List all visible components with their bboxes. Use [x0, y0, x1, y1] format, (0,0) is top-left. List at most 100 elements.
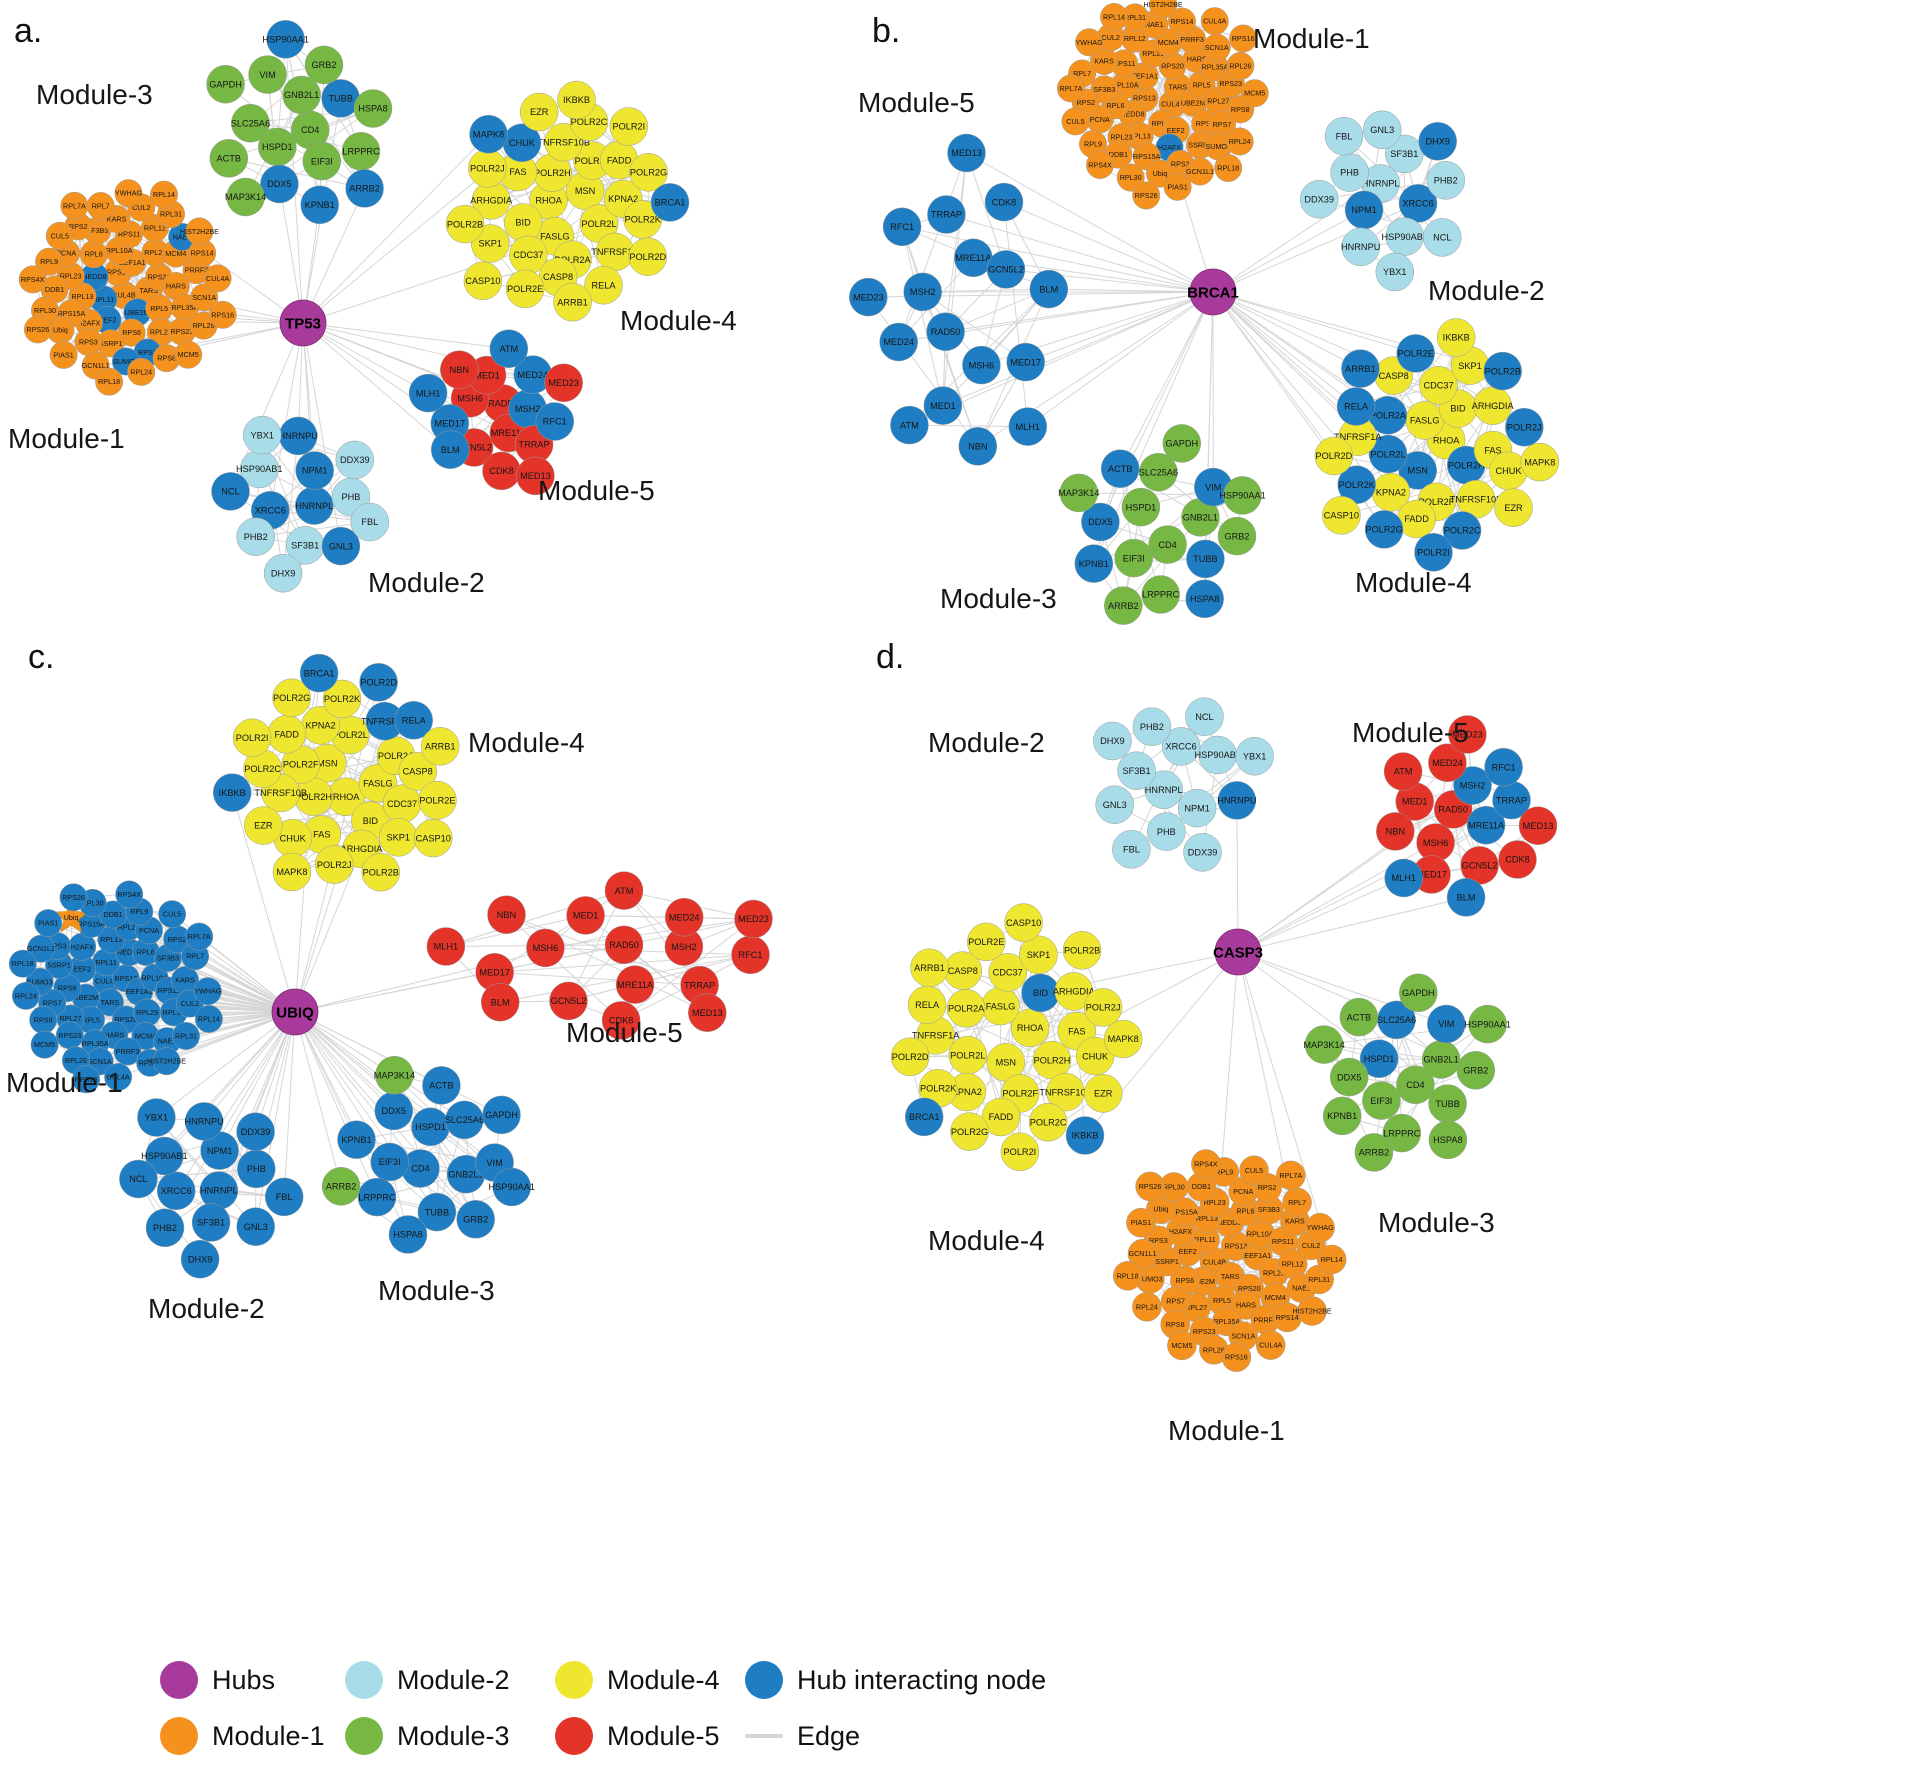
gene-node-RPS26[interactable]: RPS26 — [59, 883, 88, 912]
gene-node-ARRB2[interactable]: ARRB2 — [1354, 1133, 1394, 1172]
gene-node-MED23[interactable]: MED23 — [734, 899, 773, 939]
gene-node-MAPK8[interactable]: MAPK8 — [1103, 1019, 1143, 1059]
gene-node-MCM5[interactable]: MCM5 — [174, 340, 203, 369]
gene-node-SCN1A[interactable]: SCN1A — [1202, 33, 1231, 62]
gene-node-PHB2[interactable]: PHB2 — [145, 1208, 185, 1248]
gene-node-MAP3K14[interactable]: MAP3K14 — [1303, 1025, 1345, 1064]
gene-node-MSH2[interactable]: MSH2 — [903, 272, 942, 312]
gene-node-MAPK8[interactable]: MAPK8 — [1520, 442, 1560, 482]
gene-node-YWHAG[interactable]: YWHAG — [193, 977, 222, 1006]
gene-node-MLH1[interactable]: MLH1 — [1008, 407, 1048, 446]
gene-node-CASP8[interactable]: CASP8 — [398, 752, 437, 791]
hub-node-TP53[interactable]: TP53 — [279, 299, 327, 347]
gene-node-RELA[interactable]: RELA — [584, 265, 623, 305]
gene-node-RPL7A[interactable]: RPL7A — [1276, 1160, 1306, 1191]
gene-node-MED13[interactable]: MED13 — [1518, 806, 1558, 845]
hub-node-CASP3[interactable]: CASP3 — [1213, 928, 1263, 976]
gene-node-POLR2J[interactable]: POLR2J — [1505, 407, 1544, 447]
gene-node-KPNB1[interactable]: KPNB1 — [337, 1120, 376, 1159]
gene-node-MED13[interactable]: MED13 — [516, 456, 555, 496]
gene-node-BLM[interactable]: BLM — [480, 982, 520, 1022]
gene-node-HNRNPU[interactable]: HNRNPU — [1217, 781, 1257, 820]
gene-node-KPNA2[interactable]: KPNA2 — [301, 706, 340, 745]
gene-node-EIF3I[interactable]: EIF3I — [302, 141, 342, 181]
gene-node-ARHGDIA[interactable]: ARHGDIA — [470, 181, 513, 220]
gene-node-CUL4A[interactable]: CUL4A — [1200, 7, 1229, 36]
gene-node-RPS4X[interactable]: RPS4X — [18, 265, 47, 294]
gene-node-POLR2I[interactable]: POLR2I — [1414, 533, 1453, 572]
gene-node-GAPDH[interactable]: GAPDH — [206, 64, 245, 104]
gene-node-CASP10[interactable]: CASP10 — [413, 818, 453, 858]
gene-node-POLR2L[interactable]: POLR2L — [948, 1035, 988, 1075]
gene-node-RPL18[interactable]: RPL18 — [95, 367, 124, 396]
gene-node-RPS26[interactable]: RPS26 — [23, 315, 52, 344]
gene-node-CUL4A[interactable]: CUL4A — [104, 1063, 133, 1091]
gene-node-RPL24[interactable]: RPL24 — [1132, 1292, 1162, 1322]
gene-node-HNRNPU[interactable]: HNRNPU — [184, 1102, 224, 1141]
gene-node-POLR2C[interactable]: POLR2C — [1028, 1102, 1068, 1142]
gene-node-ARRB2[interactable]: ARRB2 — [321, 1167, 361, 1206]
gene-node-YBX1[interactable]: YBX1 — [1375, 252, 1415, 292]
gene-node-HSPD1[interactable]: HSPD1 — [1121, 487, 1161, 527]
gene-node-POLR2K[interactable]: POLR2K — [1337, 465, 1376, 504]
gene-node-BRCA1[interactable]: BRCA1 — [904, 1097, 944, 1137]
gene-node-YWHAG[interactable]: YWHAG — [114, 179, 143, 208]
gene-node-RPS16[interactable]: RPS16 — [72, 1065, 101, 1094]
gene-node-RPS7[interactable]: RPS7 — [1208, 110, 1236, 139]
gene-node-GCN1L1[interactable]: GCN1L1 — [1186, 157, 1214, 186]
gene-node-IKBKB[interactable]: IKBKB — [1065, 1116, 1105, 1155]
gene-node-MED1[interactable]: MED1 — [566, 896, 605, 935]
gene-node-NCL[interactable]: NCL — [1423, 218, 1462, 257]
gene-node-LRPPRC[interactable]: LRPPRC — [357, 1177, 397, 1217]
gene-node-POLR2D[interactable]: POLR2D — [890, 1037, 930, 1077]
gene-node-CD4[interactable]: CD4 — [1148, 525, 1187, 564]
gene-node-POLR2B[interactable]: POLR2B — [445, 204, 485, 244]
gene-node-HSPA8[interactable]: HSPA8 — [353, 89, 393, 128]
gene-node-POLR2G[interactable]: POLR2G — [629, 153, 668, 192]
gene-node-XRCC6[interactable]: XRCC6 — [156, 1171, 196, 1211]
gene-node-CDC37[interactable]: CDC37 — [988, 953, 1027, 992]
gene-node-DDX5[interactable]: DDX5 — [1081, 502, 1120, 542]
gene-node-NBN[interactable]: NBN — [440, 350, 479, 389]
gene-node-POLR2G[interactable]: POLR2G — [1364, 510, 1404, 549]
gene-node-DHX9[interactable]: DHX9 — [1418, 122, 1457, 161]
gene-node-POLR2E[interactable]: POLR2E — [967, 922, 1006, 962]
gene-node-BID[interactable]: BID — [503, 203, 543, 242]
gene-node-CD4[interactable]: CD4 — [1396, 1065, 1435, 1105]
gene-node-SF3B1[interactable]: SF3B1 — [1117, 751, 1156, 790]
gene-node-RPL14[interactable]: RPL14 — [150, 180, 178, 209]
gene-node-NCL[interactable]: NCL — [1185, 697, 1224, 736]
gene-node-SF3B1[interactable]: SF3B1 — [1385, 134, 1424, 174]
gene-node-PRRF3[interactable]: PRRF3 — [113, 1037, 142, 1066]
gene-node-HSP90AA1[interactable]: HSP90AA1 — [1219, 476, 1266, 515]
gene-node-POLR2J[interactable]: POLR2J — [468, 149, 507, 188]
gene-node-XRCC6[interactable]: XRCC6 — [1161, 727, 1201, 766]
gene-node-PHB2[interactable]: PHB2 — [1426, 161, 1466, 200]
gene-node-NCL[interactable]: NCL — [211, 472, 250, 511]
gene-node-MED17[interactable]: MED17 — [1006, 342, 1045, 382]
gene-node-RPS14[interactable]: RPS14 — [1272, 1302, 1302, 1333]
gene-node-RPL18[interactable]: RPL18 — [1214, 154, 1243, 182]
gene-node-CUL5[interactable]: CUL5 — [1239, 1155, 1269, 1186]
gene-node-POLR2D[interactable]: POLR2D — [628, 237, 667, 276]
gene-node-SLC25A6[interactable]: SLC25A6 — [445, 1100, 484, 1140]
gene-node-DDX39[interactable]: DDX39 — [1299, 179, 1339, 219]
gene-node-HSP90AB1[interactable]: HSP90AB1 — [141, 1136, 188, 1176]
gene-node-ARRB2[interactable]: ARRB2 — [1104, 586, 1143, 625]
gene-node-RPL31[interactable]: RPL31 — [172, 1022, 200, 1050]
gene-node-PIAS1[interactable]: PIAS1 — [1163, 172, 1192, 201]
gene-node-POLR2J[interactable]: POLR2J — [314, 845, 354, 884]
gene-node-GRB2[interactable]: GRB2 — [456, 1200, 495, 1239]
gene-node-HNRNPU[interactable]: HNRNPU — [1341, 227, 1380, 267]
gene-node-RPL24[interactable]: RPL24 — [1225, 127, 1254, 156]
gene-node-CUL4A[interactable]: CUL4A — [203, 264, 232, 293]
gene-node-SKP1[interactable]: SKP1 — [1019, 935, 1058, 975]
gene-node-NPM1[interactable]: NPM1 — [295, 451, 334, 490]
gene-node-RPL7[interactable]: RPL7 — [86, 192, 115, 220]
gene-node-TRRAP[interactable]: TRRAP — [927, 195, 966, 234]
gene-node-BLM[interactable]: BLM — [430, 430, 470, 469]
gene-node-MED13[interactable]: MED13 — [947, 133, 986, 173]
gene-node-RPL7A[interactable]: RPL7A — [60, 191, 89, 220]
gene-node-RPL9[interactable]: RPL9 — [35, 247, 64, 276]
gene-node-FBL[interactable]: FBL — [1324, 116, 1364, 156]
